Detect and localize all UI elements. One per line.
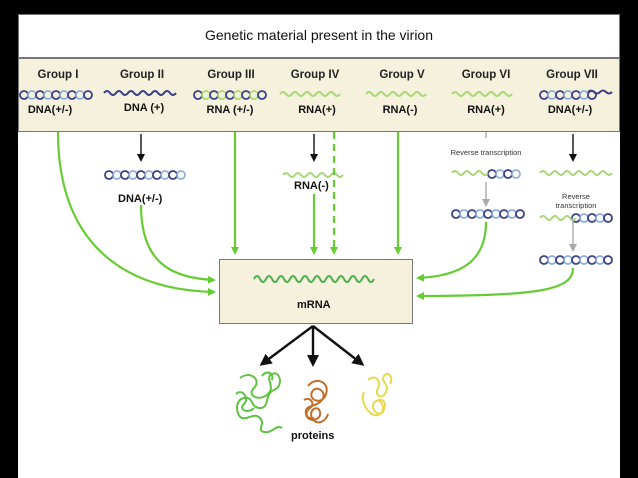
group-2-dna-single-icon	[103, 90, 177, 96]
group-7-gap-icon	[587, 89, 613, 95]
group-5-material: RNA(-)	[382, 104, 418, 116]
group-7-reverse-transcription-label: Reverse transcription	[555, 192, 597, 210]
group-6-material: RNA(+)	[467, 104, 505, 116]
top-bar	[0, 0, 638, 14]
group-7-dna-icon	[539, 90, 597, 100]
group-6-rna-rt-icon	[451, 170, 489, 176]
arrow-translation-left	[259, 325, 314, 366]
proteins-label: proteins	[291, 430, 335, 442]
arrow-translation-right	[312, 325, 365, 366]
mrna-icon	[253, 275, 375, 283]
group-4-intermediate-label: RNA(-)	[294, 180, 329, 192]
group-2-intermediate-label: DNA(+/-)	[118, 193, 163, 205]
right-bar	[620, 14, 638, 478]
group-1-dna-icon	[19, 90, 93, 100]
right-accent	[622, 100, 638, 103]
left-bar	[0, 14, 18, 478]
arrow-group-1	[56, 131, 216, 296]
group-3-label: Group III	[207, 69, 255, 81]
group-5-rna-icon	[365, 91, 427, 97]
mrna-label: mRNA	[297, 299, 331, 311]
protein-yellow-icon	[361, 372, 393, 417]
group-3-material: RNA (+/-)	[206, 104, 254, 116]
group-4-rna-minus-icon	[282, 172, 344, 178]
mrna-box	[219, 259, 413, 324]
group-1-label: Group I	[37, 69, 79, 81]
group-5-label: Group V	[379, 69, 425, 81]
group-7-dsdna-icon	[539, 255, 613, 265]
group-6-rna-icon	[451, 91, 513, 97]
group-7-hybrid-icon	[571, 213, 613, 223]
group-7-material: DNA(+/-)	[547, 104, 593, 116]
group-2-dsdna-intermediate-icon	[104, 170, 186, 180]
group-7-label: Group VII	[546, 69, 598, 81]
group-6-reverse-transcription-label: Reverse transcription	[450, 148, 522, 157]
arrow-group-7-to-mrna	[416, 267, 575, 300]
group-2-label: Group II	[119, 69, 165, 81]
group-4-rna-icon	[279, 91, 341, 97]
group-1-material: DNA(+/-)	[27, 104, 73, 116]
group-7-rna-rt-icon	[539, 215, 577, 221]
group-6-label: Group VI	[461, 69, 511, 81]
title-box: Genetic material present in the virion	[18, 14, 620, 58]
group-7-rna-icon	[539, 170, 613, 176]
group-4-label: Group IV	[290, 69, 340, 81]
arrow-group-6-to-mrna	[416, 221, 488, 282]
group-2-material: DNA (+)	[123, 102, 165, 114]
protein-green-icon	[235, 371, 283, 434]
arrow-group-2-to-mrna	[139, 204, 216, 284]
group-6-hybrid-icon	[487, 169, 521, 179]
protein-brown-icon	[303, 379, 329, 424]
group-6-dsdna-icon	[451, 209, 525, 219]
diagram-title: Genetic material present in the virion	[205, 27, 433, 43]
groups-panel: Group I Group II Group III Group IV Grou…	[18, 58, 620, 132]
left-accent	[0, 100, 16, 103]
group-3-rna-double-icon	[193, 90, 267, 100]
group-4-material: RNA(+)	[298, 104, 336, 116]
